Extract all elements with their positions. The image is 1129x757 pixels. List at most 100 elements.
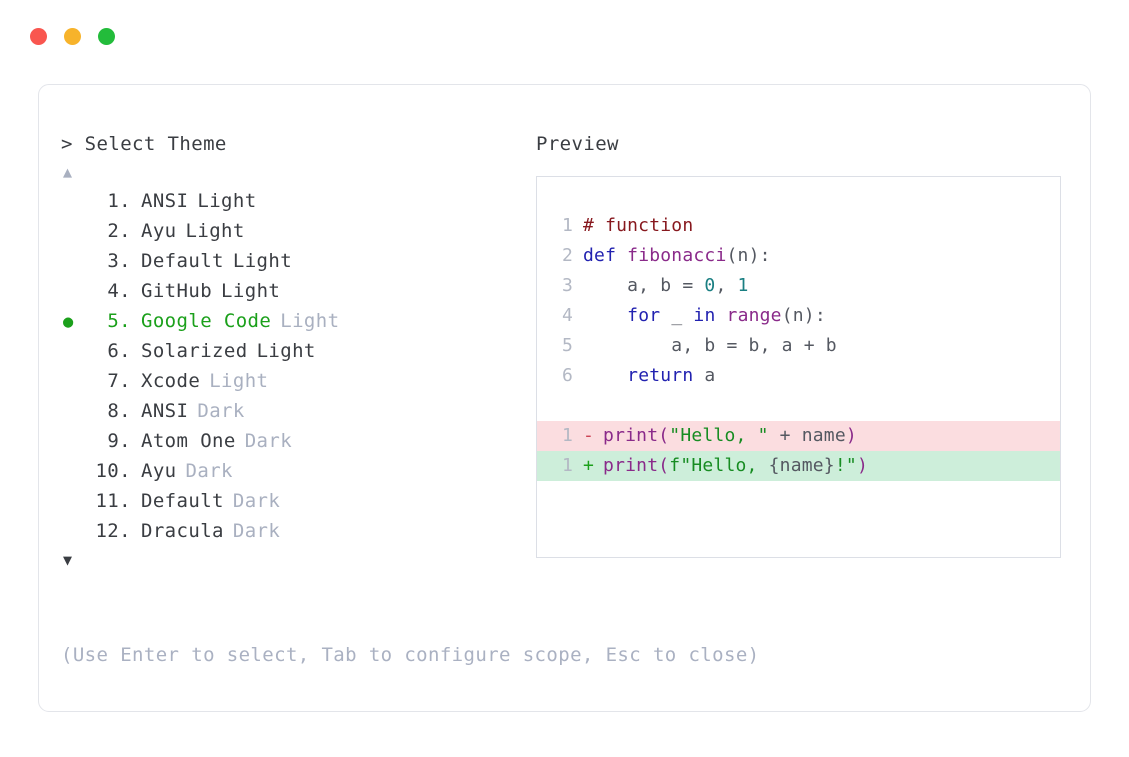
theme-item-number: 6.: [107, 340, 131, 362]
theme-item-variant: Dark: [197, 400, 245, 422]
theme-item-name: ANSI: [141, 400, 189, 422]
line-number: 3: [561, 275, 573, 296]
keyboard-hint: (Use Enter to select, Tab to configure s…: [61, 644, 760, 666]
bullet-placeholder: [61, 218, 89, 247]
code-token: in: [693, 305, 716, 326]
theme-item-number: 4.: [107, 280, 131, 302]
code-token: _: [660, 305, 694, 326]
code-token: # function: [583, 215, 694, 236]
diff-minus-sign: -: [583, 425, 595, 446]
code-line: 5 a, b = b, a + b: [557, 331, 1060, 361]
code-line: 3 a, b = 0, 1: [557, 271, 1060, 301]
code-token: + name: [768, 425, 846, 446]
code-token: [715, 305, 726, 326]
bullet-placeholder: [61, 248, 89, 277]
bullet-placeholder: [61, 488, 89, 517]
theme-item-variant: Light: [185, 220, 245, 242]
close-window-dot[interactable]: [30, 28, 47, 45]
code-line: 4 for _ in range(n):: [557, 301, 1060, 331]
code-token: ): [845, 425, 857, 446]
bullet-placeholder: [61, 188, 89, 217]
code-text: def fibonacci(n):: [583, 241, 771, 271]
theme-item-name: Xcode: [141, 370, 201, 392]
diff-added-line: 1+print(f"Hello, {name}!"): [537, 451, 1060, 481]
selected-bullet-icon: ●: [63, 312, 74, 332]
code-token: range: [726, 305, 782, 326]
code-text: print("Hello, " + name): [603, 421, 857, 451]
theme-item-number: 9.: [107, 430, 131, 452]
theme-item-variant: Light: [221, 280, 281, 302]
theme-item-number: 10.: [95, 460, 131, 482]
theme-list-item[interactable]: 9. Atom One Dark: [61, 427, 531, 457]
theme-item-number: 11.: [95, 490, 131, 512]
window-controls: [30, 28, 115, 45]
theme-item-name: Google Code: [141, 310, 272, 332]
theme-list-item[interactable]: 8. ANSI Dark: [61, 397, 531, 427]
code-token: for: [627, 305, 661, 326]
code-gap: [537, 391, 1060, 421]
code-token: a, b = b, a + b: [583, 335, 837, 356]
preview-label: Preview: [536, 133, 619, 155]
code-text: for _ in range(n):: [583, 301, 826, 331]
bullet-placeholder: [61, 518, 89, 547]
scroll-up-arrow[interactable]: ▲: [63, 163, 73, 181]
code-token: [583, 365, 627, 386]
theme-item-variant: Light: [256, 340, 316, 362]
theme-item-variant: Light: [232, 250, 293, 272]
code-token: fibonacci: [627, 245, 727, 266]
code-token: print: [603, 455, 659, 476]
code-line: 6 return a: [557, 361, 1060, 391]
bullet-placeholder: [61, 278, 89, 307]
code-token: !": [834, 455, 857, 476]
diff-removed-line: 1-print("Hello, " + name): [537, 421, 1060, 451]
theme-item-variant: Dark: [232, 520, 281, 542]
code-token: "Hello, ": [669, 425, 769, 446]
theme-item-number: 3.: [107, 250, 131, 272]
theme-item-name: Ayu: [141, 460, 177, 482]
theme-item-name: Atom One: [141, 430, 236, 452]
theme-item-variant: Dark: [232, 490, 281, 512]
line-number: 4: [561, 305, 573, 326]
code-text: a, b = 0, 1: [583, 271, 749, 301]
theme-item-variant: Light: [197, 190, 257, 212]
code-token: 1: [737, 275, 749, 296]
theme-item-number: 12.: [95, 520, 131, 542]
code-token: [583, 305, 627, 326]
code-line: 1# function: [557, 211, 1060, 241]
theme-list-item[interactable]: 4. GitHub Light: [61, 277, 531, 307]
line-number: 1: [561, 455, 573, 476]
code-text: # function: [583, 211, 693, 241]
theme-item-number: 8.: [107, 400, 131, 422]
theme-item-number: 2.: [107, 220, 131, 242]
scroll-down-arrow[interactable]: ▼: [63, 551, 73, 569]
maximize-window-dot[interactable]: [98, 28, 115, 45]
line-number: 1: [561, 425, 573, 446]
code-token: 0: [704, 275, 716, 296]
theme-item-variant: Light: [280, 310, 340, 332]
code-token: ,: [715, 275, 738, 296]
bullet-placeholder: [61, 338, 89, 367]
code-token: a, b =: [583, 275, 705, 296]
minimize-window-dot[interactable]: [64, 28, 81, 45]
theme-item-name: GitHub: [141, 280, 213, 302]
code-token: print: [603, 425, 659, 446]
bullet-placeholder: [61, 398, 89, 427]
code-token: {name}: [768, 455, 835, 476]
bullet-placeholder: [61, 458, 89, 487]
theme-item-variant: Dark: [244, 430, 293, 452]
